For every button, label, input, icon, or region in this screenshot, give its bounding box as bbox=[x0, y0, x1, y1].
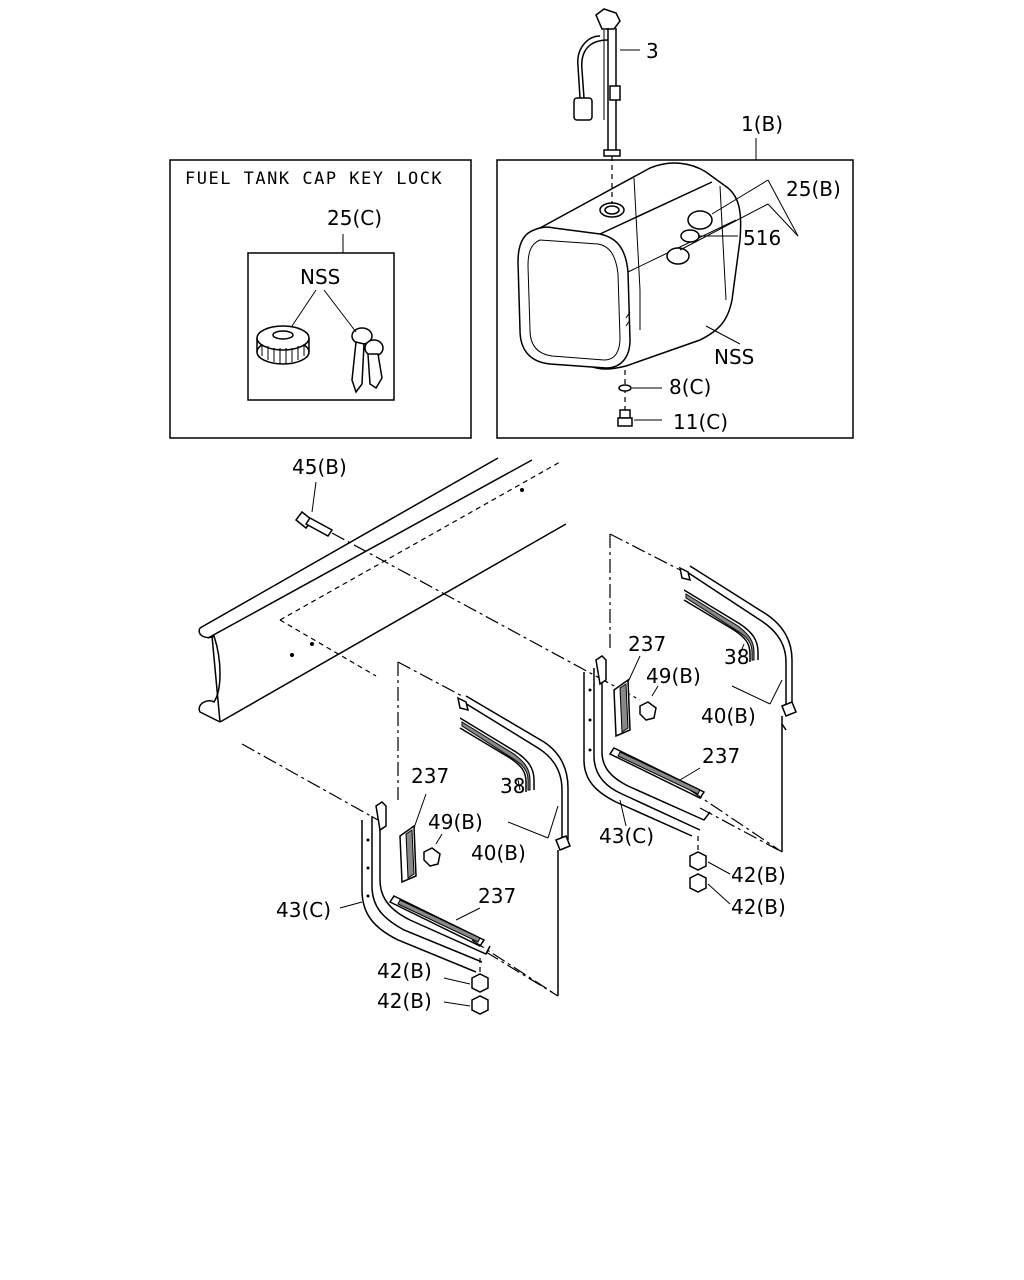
part-labels: 3 1(B) 25(B) 516 NSS 8(C) 11(C) 45(B) 23… bbox=[276, 39, 841, 1013]
label-rubber-pad-left-horizontal: 237 bbox=[478, 884, 516, 908]
frame-rail bbox=[198, 457, 567, 723]
label-nut-right: 49(B) bbox=[646, 664, 701, 688]
nut-right-icon bbox=[639, 701, 657, 721]
keys-icon bbox=[351, 327, 384, 394]
drain-plug-icon bbox=[617, 409, 633, 427]
nut-left-icon bbox=[423, 847, 441, 867]
label-nut-right-lower-1: 42(B) bbox=[731, 863, 786, 887]
label-rubber-pad-right-horizontal: 237 bbox=[702, 744, 740, 768]
label-washer: 8(C) bbox=[669, 375, 711, 399]
label-rubber-pad-right-vertical: 237 bbox=[628, 632, 666, 656]
label-cap-set-tank: 25(B) bbox=[786, 177, 841, 201]
fuel-cap-icon bbox=[256, 325, 310, 365]
label-fuel-tank: 1(B) bbox=[741, 112, 783, 136]
label-nut-left: 49(B) bbox=[428, 810, 483, 834]
label-rubber-band-right: 38 bbox=[724, 645, 749, 669]
label-nut-left-lower-1: 42(B) bbox=[377, 959, 432, 983]
label-rubber-band-left: 38 bbox=[500, 774, 525, 798]
label-bracket-left: 43(C) bbox=[276, 898, 331, 922]
label-drain-plug: 11(C) bbox=[673, 410, 728, 434]
label-gasket: 516 bbox=[743, 226, 781, 250]
washer-icon bbox=[618, 384, 632, 392]
label-bracket-right: 43(C) bbox=[599, 824, 654, 848]
bolt-icon bbox=[294, 481, 334, 537]
nut-right-lower-icon bbox=[689, 851, 707, 893]
label-sender-unit: 3 bbox=[646, 39, 659, 63]
label-band-left: 40(B) bbox=[471, 841, 526, 865]
left-bracket-assembly bbox=[241, 661, 571, 1015]
label-cap-key-nss: NSS bbox=[300, 265, 340, 289]
label-rubber-pad-left-vertical: 237 bbox=[411, 764, 449, 788]
label-band-right: 40(B) bbox=[701, 704, 756, 728]
inset-title: FUEL TANK CAP KEY LOCK bbox=[185, 169, 443, 189]
right-bracket-assembly bbox=[583, 533, 797, 905]
label-nut-right-lower-2: 42(B) bbox=[731, 895, 786, 919]
label-nut-left-lower-2: 42(B) bbox=[377, 989, 432, 1013]
label-cap-key-set: 25(C) bbox=[327, 206, 382, 230]
fuel-sender-unit bbox=[573, 8, 640, 157]
label-bolt: 45(B) bbox=[292, 455, 347, 479]
cap-key-lock-inset: FUEL TANK CAP KEY LOCK 25(C) NSS bbox=[169, 159, 472, 439]
fuel-tank-box bbox=[496, 138, 854, 439]
nut-left-lower-icon bbox=[471, 973, 489, 1015]
label-tank-nss: NSS bbox=[714, 345, 754, 369]
fuel-tank bbox=[517, 162, 742, 370]
